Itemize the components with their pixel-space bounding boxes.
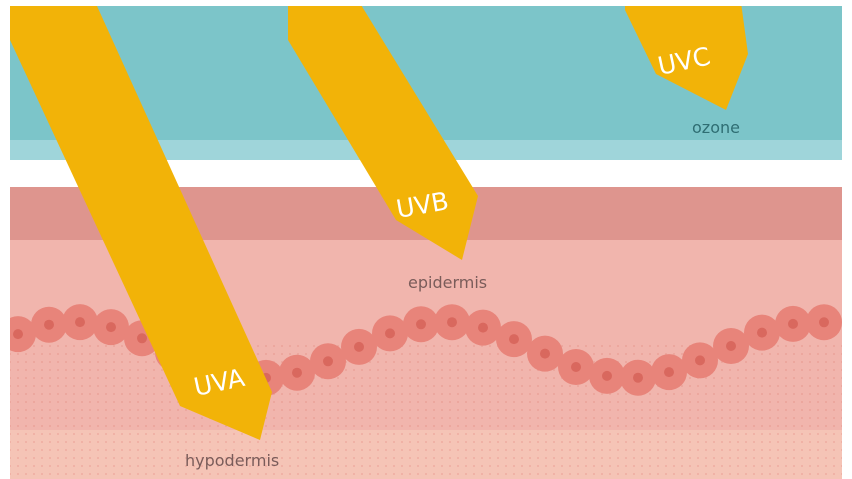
cell-nucleus bbox=[13, 329, 23, 339]
cell-nucleus bbox=[571, 362, 581, 372]
cell-nucleus bbox=[75, 317, 85, 327]
epidermis-label: epidermis bbox=[408, 273, 487, 292]
cell-nucleus bbox=[106, 322, 116, 332]
cell-nucleus bbox=[509, 334, 519, 344]
cell-nucleus bbox=[788, 319, 798, 329]
cell-nucleus bbox=[137, 333, 147, 343]
cell-nucleus bbox=[540, 349, 550, 359]
cell-nucleus bbox=[447, 317, 457, 327]
cell-nucleus bbox=[695, 355, 705, 365]
hypodermis-dot-texture bbox=[0, 430, 852, 479]
cell-nucleus bbox=[602, 371, 612, 381]
cell-nucleus bbox=[416, 319, 426, 329]
cell-nucleus bbox=[819, 317, 829, 327]
cell-nucleus bbox=[323, 356, 333, 366]
cell-nucleus bbox=[757, 328, 767, 338]
ozone-label: ozone bbox=[692, 118, 740, 137]
cell-nucleus bbox=[44, 320, 54, 330]
cell-nucleus bbox=[664, 367, 674, 377]
cell-nucleus bbox=[726, 341, 736, 351]
hypodermis-label: hypodermis bbox=[185, 451, 279, 470]
cell-nucleus bbox=[633, 373, 643, 383]
cell-nucleus bbox=[354, 342, 364, 352]
cell-nucleus bbox=[478, 323, 488, 333]
cell-nucleus bbox=[385, 328, 395, 338]
cell-nucleus bbox=[292, 368, 302, 378]
